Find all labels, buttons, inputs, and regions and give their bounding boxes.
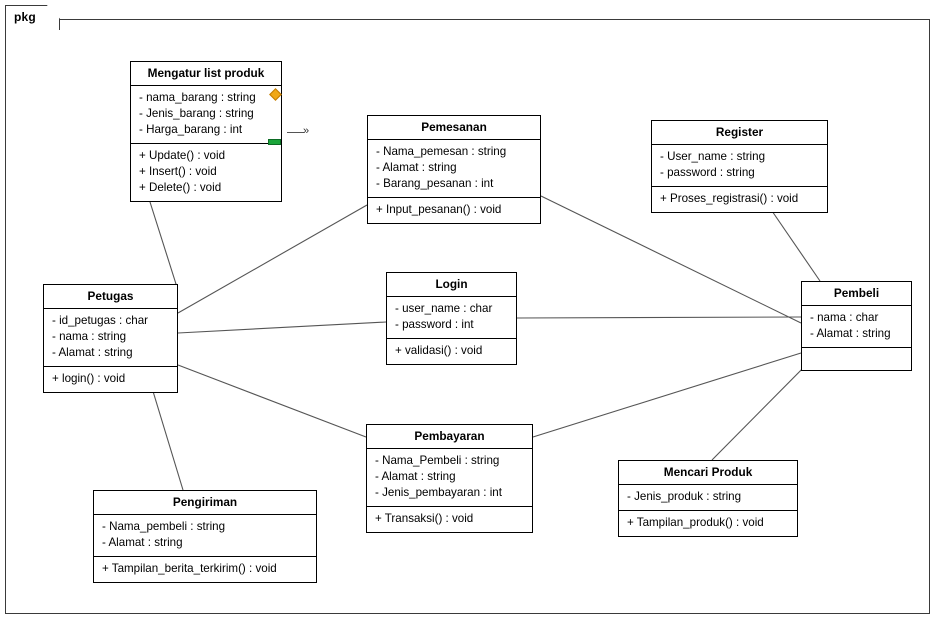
class-name-mengatur-list-produk: Mengatur list produk	[131, 62, 281, 86]
operation-row: + Delete() : void	[139, 181, 222, 194]
operation-row: + Proses_registrasi() : void	[660, 192, 799, 205]
operation-row: + Transaksi() : void	[375, 512, 474, 525]
attribute-row: - nama : string	[52, 330, 127, 343]
operation-compartment-pemesanan: + Input_pesanan() : void	[368, 198, 540, 223]
class-name-mencari-produk: Mencari Produk	[619, 461, 797, 485]
operation-compartment-pembayaran: + Transaksi() : void	[367, 507, 532, 532]
class-name-pemesanan: Pemesanan	[368, 116, 540, 140]
class-name-pembayaran: Pembayaran	[367, 425, 532, 449]
class-name-pembeli: Pembeli	[802, 282, 911, 306]
green-rectangle-marker	[268, 139, 281, 145]
stereotype-arrow-icon: »	[303, 125, 310, 137]
operation-compartment-login: + validasi() : void	[387, 339, 516, 364]
attribute-row: - Nama_Pembeli : string	[375, 454, 500, 467]
attribute-compartment-petugas: - id_petugas : char - nama : string - Alam…	[44, 309, 177, 367]
attribute-row: - Jenis_barang : string	[139, 107, 254, 120]
operation-row: + Update() : void	[139, 149, 226, 162]
attribute-row: - Jenis_produk : string	[627, 490, 742, 503]
attribute-row: - Jenis_pembayaran : int	[375, 486, 502, 499]
uml-class-mencari-produk[interactable]: Mencari Produk - Jenis_produk : string + T…	[618, 460, 798, 537]
attribute-row: - Harga_barang : int	[139, 123, 243, 136]
operation-row: + Input_pesanan() : void	[376, 203, 502, 216]
attribute-compartment-login: - user_name : char - password : int	[387, 297, 516, 339]
uml-class-pengiriman[interactable]: Pengiriman - Nama_pembeli : string - Alama…	[93, 490, 317, 583]
uml-class-login[interactable]: Login - user_name : char - password : int +…	[386, 272, 517, 365]
operation-row: + validasi() : void	[395, 344, 483, 357]
attribute-row: - user_name : char	[395, 302, 493, 315]
attribute-row: - nama : char	[810, 311, 879, 324]
attribute-row: - Barang_pesanan : int	[376, 177, 494, 190]
operation-compartment-mengatur-list-produk: + Update() : void + Insert() : void + Dele…	[131, 144, 281, 201]
attribute-row: - User_name : string	[660, 150, 766, 163]
uml-class-pembeli[interactable]: Pembeli - nama : char - Alamat : string	[801, 281, 912, 371]
attribute-row: - Alamat : string	[52, 346, 133, 359]
operation-row: + login() : void	[52, 372, 126, 385]
package-label: pkg	[14, 10, 36, 24]
attribute-compartment-register: - User_name : string - password : string	[652, 145, 827, 187]
package-frame	[5, 19, 930, 614]
operation-row: + Tampilan_produk() : void	[627, 516, 764, 529]
uml-class-mengatur-list-produk[interactable]: Mengatur list produk- nama_barang : stri…	[130, 61, 282, 202]
uml-class-pembayaran[interactable]: Pembayaran - Nama_Pembeli : string - Alama…	[366, 424, 533, 533]
attribute-row: - Alamat : string	[376, 161, 457, 174]
package-tab: pkg	[5, 5, 60, 30]
operation-compartment-mencari-produk: + Tampilan_produk() : void	[619, 511, 797, 536]
uml-class-pemesanan[interactable]: Pemesanan - Nama_pemesan : string - Alamat…	[367, 115, 541, 224]
operation-compartment-petugas: + login() : void	[44, 367, 177, 392]
operation-row: + Insert() : void	[139, 165, 217, 178]
attribute-compartment-pengiriman: - Nama_pembeli : string - Alamat : string	[94, 515, 316, 557]
attribute-compartment-pembeli: - nama : char - Alamat : string	[802, 306, 911, 348]
uml-class-register[interactable]: Register - User_name : string - password :…	[651, 120, 828, 213]
attribute-row: - Alamat : string	[375, 470, 456, 483]
operation-row: + Tampilan_berita_terkirim() : void	[102, 562, 277, 575]
class-name-login: Login	[387, 273, 516, 297]
attribute-compartment-mengatur-list-produk: - nama_barang : string - Jenis_barang : s…	[131, 86, 281, 144]
attribute-row: - Nama_pemesan : string	[376, 145, 507, 158]
attribute-row: - password : string	[660, 166, 755, 179]
attribute-row: - Nama_pembeli : string	[102, 520, 226, 533]
attribute-compartment-pemesanan: - Nama_pemesan : string - Alamat : string…	[368, 140, 540, 198]
attribute-compartment-mencari-produk: - Jenis_produk : string	[619, 485, 797, 511]
operation-compartment-pengiriman: + Tampilan_berita_terkirim() : void	[94, 557, 316, 582]
attribute-row: - nama_barang : string	[139, 91, 256, 104]
uml-class-petugas[interactable]: Petugas - id_petugas : char - nama : strin…	[43, 284, 178, 393]
attribute-compartment-pembayaran: - Nama_Pembeli : string - Alamat : string…	[367, 449, 532, 507]
attribute-row: - password : int	[395, 318, 474, 331]
operation-compartment-register: + Proses_registrasi() : void	[652, 187, 827, 212]
class-name-petugas: Petugas	[44, 285, 177, 309]
class-name-register: Register	[652, 121, 827, 145]
stereotype-stub-line	[287, 132, 304, 133]
class-name-pengiriman: Pengiriman	[94, 491, 316, 515]
attribute-row: - Alamat : string	[102, 536, 183, 549]
attribute-row: - id_petugas : char	[52, 314, 149, 327]
operation-compartment-pembeli	[802, 348, 911, 370]
attribute-row: - Alamat : string	[810, 327, 891, 340]
